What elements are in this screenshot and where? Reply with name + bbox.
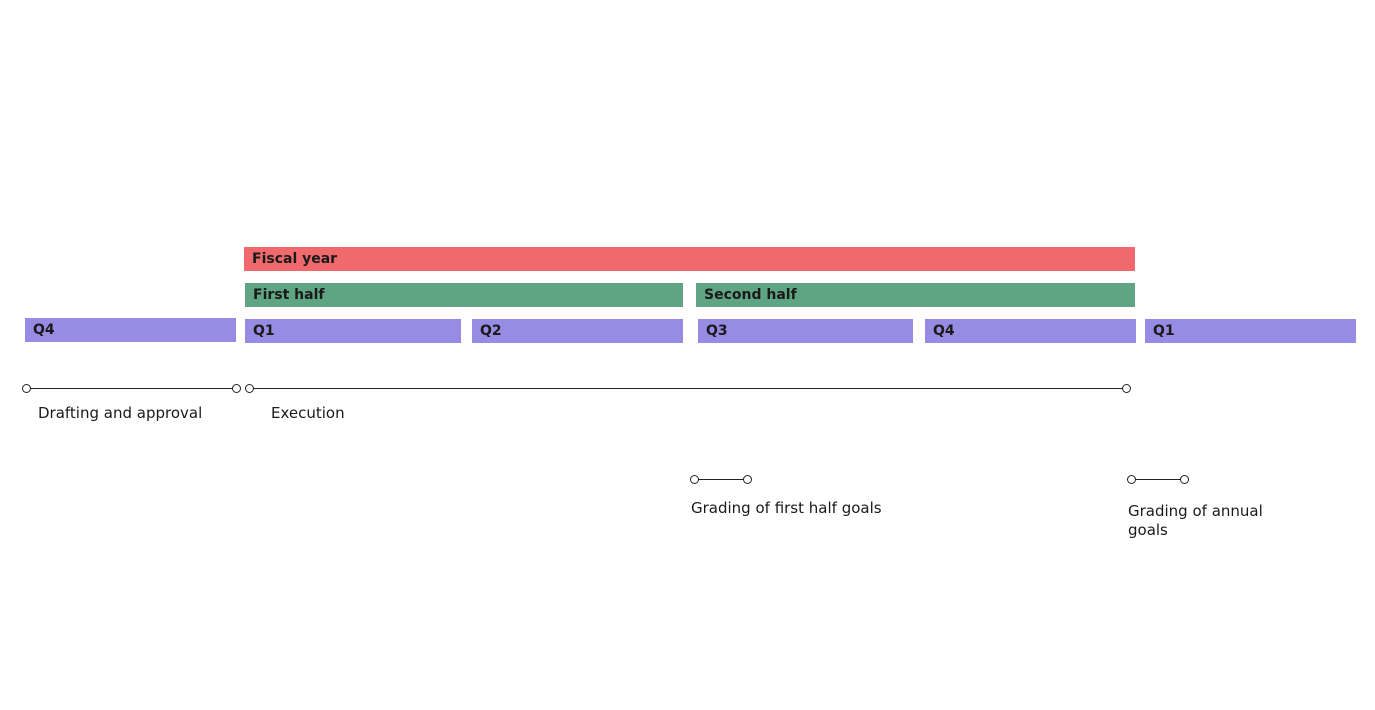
grading-first-half-line (695, 479, 748, 480)
fiscal-year-label: Fiscal year (252, 251, 338, 267)
quarter-label: Q4 (33, 322, 55, 338)
drafting-end-dot (232, 384, 241, 393)
execution-label: Execution (271, 404, 345, 422)
grading-annual-line (1132, 479, 1185, 480)
second-half-label: Second half (704, 287, 797, 303)
quarter-bar-next-q1: Q1 (1145, 319, 1356, 343)
quarter-bar-q3: Q3 (698, 319, 913, 343)
grading-annual-end-dot (1180, 475, 1189, 484)
quarter-label: Q3 (706, 323, 728, 339)
quarter-label: Q1 (1153, 323, 1175, 339)
grading-annual-label: Grading of annual goals (1128, 502, 1263, 539)
grading-first-half-start-dot (690, 475, 699, 484)
quarter-bar-q4: Q4 (925, 319, 1136, 343)
quarter-label: Q4 (933, 323, 955, 339)
fiscal-year-bar: Fiscal year (244, 247, 1135, 271)
quarter-label: Q1 (253, 323, 275, 339)
second-half-bar: Second half (696, 283, 1135, 307)
drafting-label: Drafting and approval (38, 404, 203, 422)
first-half-bar: First half (245, 283, 683, 307)
execution-start-dot (245, 384, 254, 393)
quarter-bar-q1: Q1 (245, 319, 461, 343)
drafting-start-dot (22, 384, 31, 393)
execution-timeline-line (250, 388, 1127, 389)
first-half-label: First half (253, 287, 325, 303)
grading-first-half-end-dot (743, 475, 752, 484)
execution-end-dot (1122, 384, 1131, 393)
quarter-label: Q2 (480, 323, 502, 339)
quarter-bar-q2: Q2 (472, 319, 683, 343)
quarter-bar-prev-q4: Q4 (25, 318, 236, 342)
grading-annual-start-dot (1127, 475, 1136, 484)
grading-first-half-label: Grading of first half goals (691, 499, 882, 517)
drafting-timeline-line (27, 388, 237, 389)
